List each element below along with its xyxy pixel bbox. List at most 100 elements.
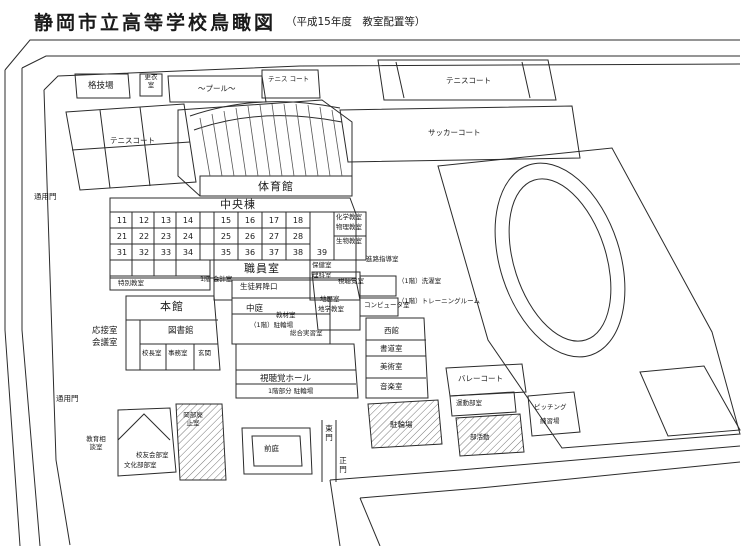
label-kamioki: 岡部廃止室 (183, 411, 203, 427)
classroom-35: 35 (220, 248, 232, 257)
label-room-ind1: 1階 会計室 (200, 275, 233, 283)
bike-parking (368, 400, 442, 448)
classroom-16: 16 (244, 216, 256, 225)
label-gate-west2: 通用門 (56, 394, 79, 403)
label-seiten: 西館 (384, 326, 399, 335)
tennis-left (66, 104, 196, 190)
audiovisual-hall (236, 344, 358, 398)
label-training: （1階）トレーニングルーム (398, 297, 480, 305)
label-genkan: 玄関 (198, 349, 211, 357)
front-garden (242, 428, 312, 474)
classroom-36: 36 (244, 248, 256, 257)
label-gate-west1: 通用門 (34, 192, 57, 201)
road-left-outer (5, 70, 20, 546)
label-shodo: 書道室 (380, 344, 403, 353)
pitching-area (528, 392, 580, 436)
label-kouishitsu: 更衣室 (144, 73, 158, 89)
label-butsuri: 物理教室 (336, 223, 362, 231)
label-kaigi: 会議室 (92, 338, 118, 348)
kakugi-building (75, 74, 130, 98)
label-seito: 生徒昇降口 (240, 282, 278, 291)
label-chusha: 駐輪場 (390, 420, 413, 429)
label-sougou: 総合実習室 (290, 329, 323, 337)
classroom-28: 28 (292, 232, 304, 241)
label-chiri: 地歴室 (320, 295, 340, 303)
label-tokubetsu: 特別教室 (118, 279, 144, 287)
classroom-39: 39 (316, 248, 328, 257)
volley-court (446, 364, 526, 396)
label-shikaku: 視聴覚ホール (260, 374, 312, 384)
label-bunka: 文化部部室 (124, 461, 157, 469)
label-bike-inner: （1階）駐輪場 (250, 321, 294, 329)
athletic-grounds (438, 148, 740, 448)
classroom-33: 33 (160, 248, 172, 257)
label-chikyu: 地学教室 (318, 305, 344, 313)
classroom-38: 38 (292, 248, 304, 257)
label-tennis-left: テニスコート (110, 136, 155, 145)
label-renshu: 練習場 (540, 417, 560, 425)
label-sakujou: 部活動 (470, 433, 490, 441)
road-left-inner (22, 68, 40, 546)
classroom-11: 11 (116, 216, 128, 225)
classroom-21: 21 (116, 232, 128, 241)
classroom-18: 18 (292, 216, 304, 225)
classroom-34: 34 (182, 248, 194, 257)
label-staff: 職員室 (244, 262, 280, 275)
label-tennis-mid: テニス コート (268, 75, 310, 83)
label-soccer: サッカーコート (428, 128, 481, 137)
arts-wing (366, 318, 428, 398)
label-ongaku: 音楽室 (380, 382, 403, 391)
label-gym: 体育館 (258, 180, 294, 193)
label-kanreki: 理科室 (312, 271, 332, 279)
road-bottom-2 (360, 462, 740, 498)
tennis-top-right (378, 60, 556, 100)
label-bijutsu: 美術室 (380, 362, 403, 371)
label-kaisou: 視聴覚室 (338, 277, 364, 285)
running-track (472, 146, 648, 373)
label-computer: コンピュータ室 (364, 301, 410, 309)
label-junbi: 進路指導室 (366, 255, 399, 263)
classroom-25: 25 (220, 232, 232, 241)
label-hoken: 保健室 (312, 261, 332, 269)
campus-boundary (44, 64, 740, 90)
label-honkan: 本館 (160, 300, 184, 313)
classroom-17: 17 (268, 216, 280, 225)
west-annex (176, 404, 226, 480)
label-kotsukai: 校友会部室 (136, 451, 169, 459)
label-gate-main: 正門 (339, 456, 347, 474)
road-top-1 (5, 40, 740, 70)
label-principal: 校長室 (142, 349, 162, 357)
label-volley: バレーコート (458, 374, 503, 383)
classroom-26: 26 (244, 232, 256, 241)
label-kenshu: （1階）洗濯室 (398, 277, 442, 285)
label-seibutsu: 生物教室 (336, 237, 362, 245)
label-jimu: 事務室 (168, 349, 188, 357)
label-kakugi: 格技場 (88, 81, 114, 91)
label-nakaniwa: 中庭 (246, 304, 264, 314)
label-library: 図書館 (168, 326, 194, 336)
label-kyoiku: 教育相談室 (86, 435, 106, 451)
classroom-12: 12 (138, 216, 150, 225)
label-ouse: 応接室 (92, 326, 118, 336)
tennis-mid (262, 70, 320, 98)
page-title: 静岡市立高等学校鳥瞰図 (34, 12, 277, 34)
main-building (126, 296, 220, 370)
label-bike1: 1階部分 駐輪場 (268, 387, 314, 395)
classroom-27: 27 (268, 232, 280, 241)
classroom-22: 22 (138, 232, 150, 241)
classroom-24: 24 (182, 232, 194, 241)
classroom-13: 13 (160, 216, 172, 225)
classroom-37: 37 (268, 248, 280, 257)
label-kagaku: 化学教室 (336, 213, 362, 221)
culture-club-room (118, 408, 176, 476)
label-matsu: 前庭 (264, 444, 279, 453)
soccer-field (340, 106, 580, 162)
page-subtitle: （平成15年度 教室配置等） (286, 16, 426, 28)
label-chuo: 中央棟 (220, 198, 256, 211)
classroom-15: 15 (220, 216, 232, 225)
club-room (450, 392, 516, 416)
label-pitching: ピッチング (534, 403, 567, 411)
label-pool: ～プール～ (198, 84, 236, 93)
